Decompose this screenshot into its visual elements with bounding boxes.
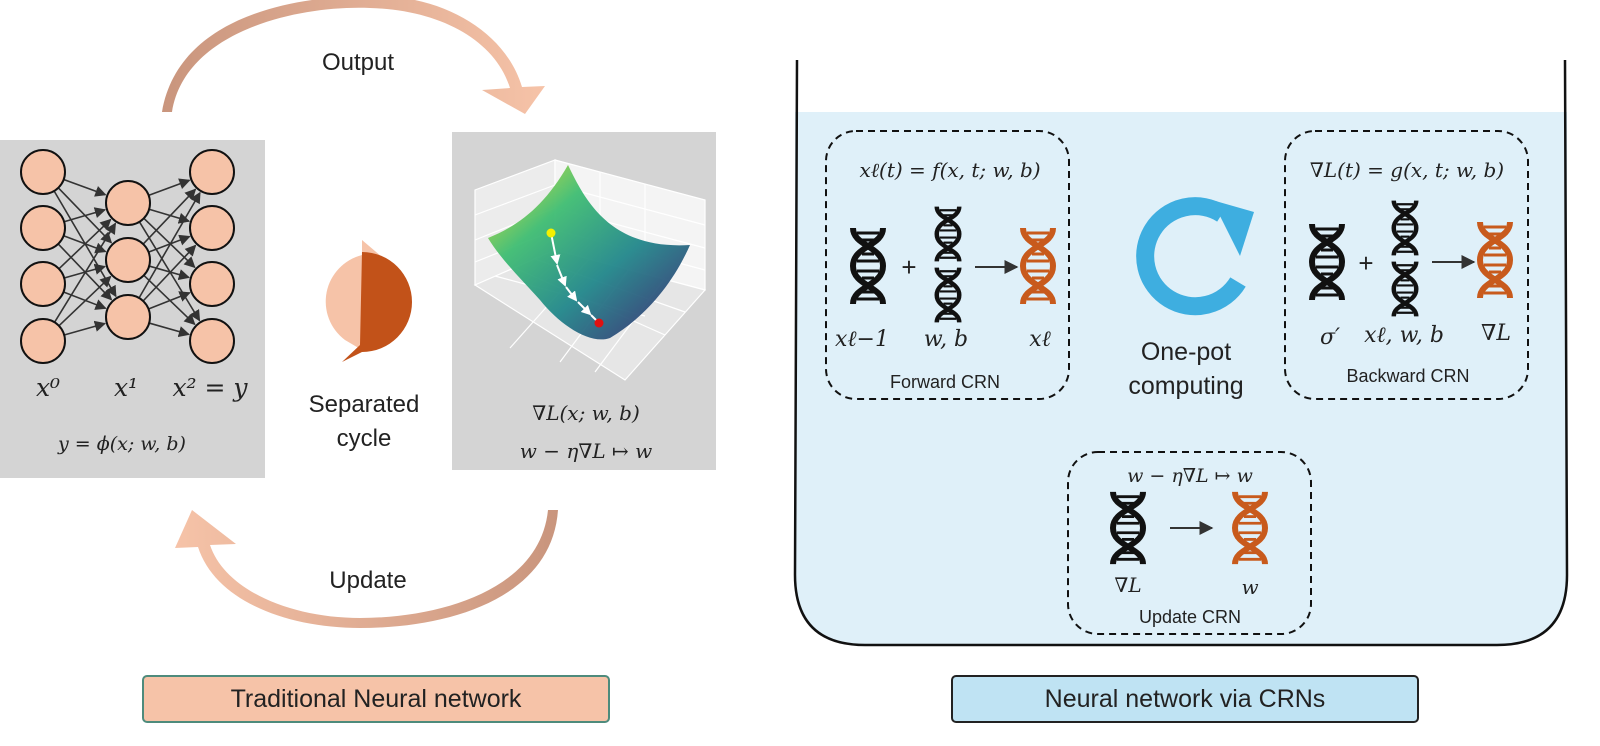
- forward-plus: +: [901, 252, 916, 282]
- network-edge: [63, 291, 107, 310]
- separated-cycle-icon: [325, 240, 412, 362]
- forward-reactant2-label: w, b: [924, 327, 968, 352]
- one-pot-label-line1: One-pot: [1141, 338, 1231, 366]
- loss-surface-plot: [473, 159, 707, 381]
- network-edge: [148, 178, 191, 197]
- network-edge: [138, 191, 201, 299]
- forward-crn-box: [825, 130, 1070, 400]
- network-equation: y = ϕ(x; w, b): [57, 433, 186, 455]
- network-edges: [53, 178, 201, 338]
- network-node-layer-0: [20, 205, 66, 251]
- forward-product-label: xℓ: [1029, 327, 1051, 352]
- network-edge: [63, 207, 107, 223]
- forward-reactant1-label: xℓ−1: [835, 327, 889, 352]
- backward-plus: +: [1358, 248, 1373, 278]
- network-nodes: [20, 149, 235, 364]
- loss-gradient-label: ∇L(x; w, b): [532, 401, 640, 425]
- update-product-label: w: [1241, 575, 1258, 599]
- network-node-layer-1: [105, 237, 151, 283]
- backward-crn-box: [1284, 130, 1529, 400]
- network-edge: [142, 188, 197, 245]
- network-edge: [143, 274, 196, 326]
- cycle-label-line1: Separated: [309, 391, 420, 418]
- output-arrow: [162, 0, 545, 114]
- network-edge: [148, 291, 191, 310]
- layer-label-x2: x² = y: [172, 373, 248, 402]
- layer-label-x1: x¹: [114, 373, 138, 402]
- backward-product-label: ∇L: [1481, 321, 1511, 346]
- network-node-layer-2: [189, 261, 235, 307]
- update-crn-equation: w − η∇L ↦ w: [1127, 465, 1253, 487]
- update-crn-box: [1067, 451, 1312, 635]
- network-node-layer-2: [189, 205, 235, 251]
- forward-crn-equation: xℓ(t) = f(x, t; w, b): [859, 158, 1040, 182]
- network-node-layer-1: [105, 294, 151, 340]
- loss-update-rule: w − η∇L ↦ w: [520, 439, 652, 463]
- crn-nn-caption: Neural network via CRNs: [951, 675, 1419, 723]
- forward-crn-label: Forward CRN: [890, 372, 1000, 392]
- update-reactant-label: ∇L: [1114, 573, 1141, 597]
- network-edge: [58, 218, 112, 270]
- network-edge: [53, 222, 117, 323]
- backward-reactant1-label: σ′: [1320, 325, 1340, 350]
- update-label: Update: [329, 567, 406, 594]
- network-edge: [63, 178, 107, 197]
- backward-reactant2-label: xℓ, w, b: [1364, 323, 1444, 348]
- network-edge: [143, 217, 196, 269]
- pot-outline: [793, 59, 1569, 647]
- layer-label-x0: x⁰: [36, 373, 60, 402]
- network-node-layer-1: [105, 180, 151, 226]
- network-node-layer-0: [20, 318, 66, 364]
- one-pot-label-line2: computing: [1128, 372, 1243, 400]
- backward-crn-label: Backward CRN: [1346, 366, 1469, 386]
- pot-water: [795, 112, 1567, 645]
- network-edge: [142, 244, 197, 302]
- update-crn-label: Update CRN: [1139, 607, 1241, 627]
- backward-crn-equation: ∇L(t) = g(x, t; w, b): [1310, 158, 1504, 182]
- output-label: Output: [322, 49, 394, 76]
- network-edge: [148, 208, 191, 224]
- network-node-layer-0: [20, 261, 66, 307]
- cycle-label-line2: cycle: [337, 425, 392, 452]
- one-pot-cycle-icon: [1136, 197, 1254, 316]
- network-edge: [63, 320, 106, 336]
- network-node-layer-2: [189, 318, 235, 364]
- network-edge: [148, 322, 191, 338]
- network-edge: [148, 234, 191, 253]
- traditional-nn-caption: Traditional Neural network: [142, 675, 610, 723]
- network-node-layer-0: [20, 149, 66, 195]
- network-node-layer-2: [189, 149, 235, 195]
- network-edge: [58, 275, 112, 327]
